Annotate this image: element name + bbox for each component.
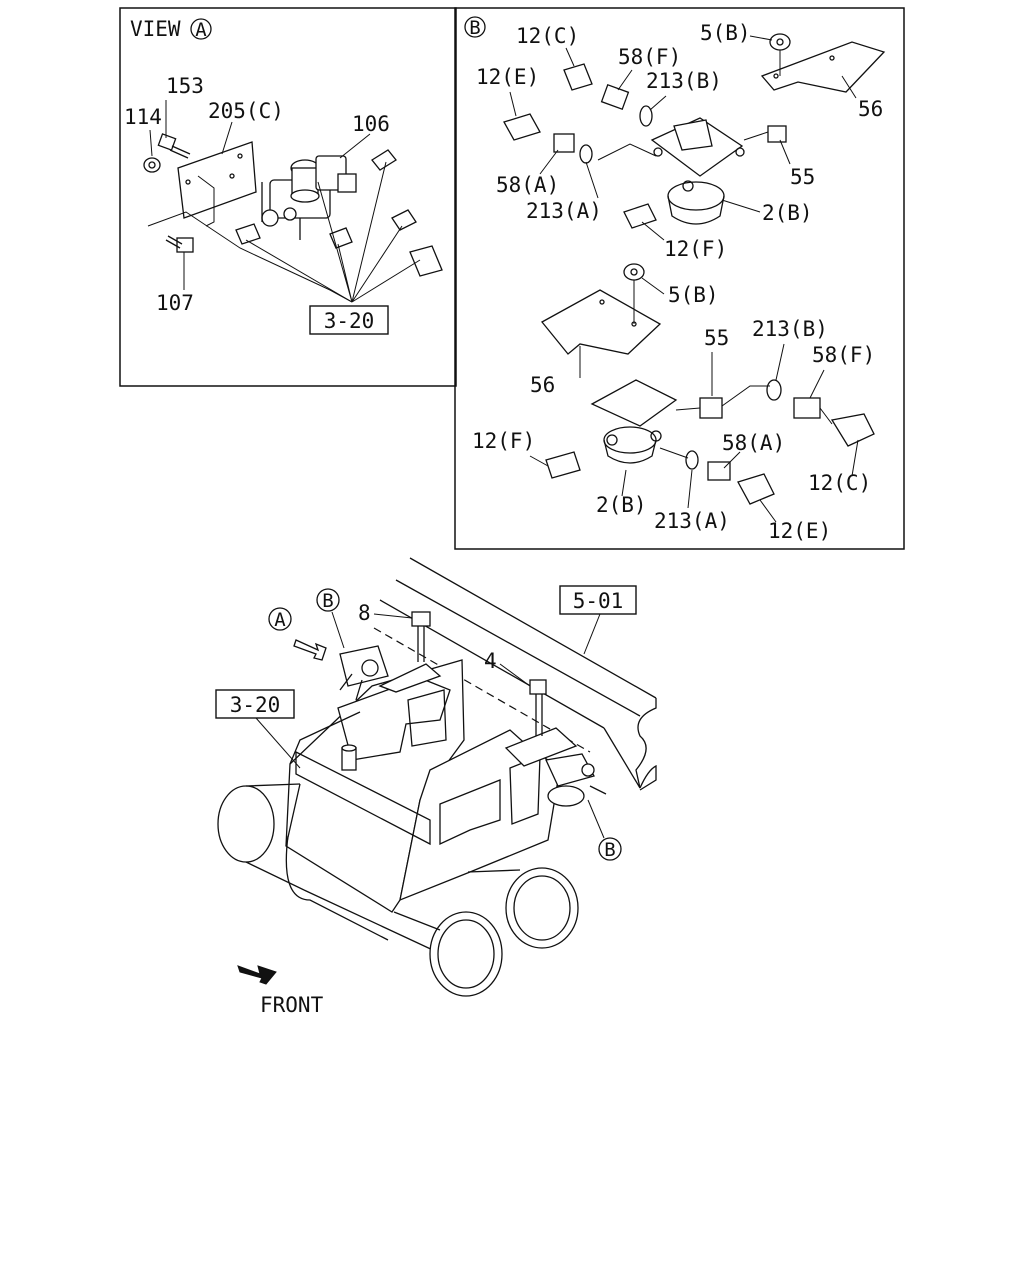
lower-leaders xyxy=(529,277,859,523)
label-upper-58a: 58(A) xyxy=(496,173,559,197)
label-205c: 205(C) xyxy=(208,99,284,123)
ref-320-a: 3-20 xyxy=(324,309,375,333)
leader-marker-b-top xyxy=(331,611,345,649)
main-marker-a-circle xyxy=(268,607,292,631)
ref-box-320-main xyxy=(215,689,295,719)
panel-b-frame xyxy=(454,7,905,550)
leader-marker-b-right xyxy=(587,799,605,839)
label-lower-12e: 12(E) xyxy=(768,519,831,543)
label-upper-12f: 12(F) xyxy=(664,237,727,261)
cross-member-shape xyxy=(285,659,561,913)
label-lower-5b: 5(B) xyxy=(668,283,719,307)
main-marker-b-right-circle xyxy=(598,837,622,861)
label-upper-12e: 12(E) xyxy=(476,65,539,89)
label-upper-12c: 12(C) xyxy=(516,24,579,48)
leader-8 xyxy=(373,613,413,619)
label-lower-2b: 2(B) xyxy=(596,493,647,517)
bolt-153-shape xyxy=(157,133,191,159)
view-a-marker: A xyxy=(195,19,207,41)
label-upper-213b: 213(B) xyxy=(646,69,722,93)
label-upper-2b: 2(B) xyxy=(762,201,813,225)
panel-detail-b: B xyxy=(454,7,905,550)
label-lower-55: 55 xyxy=(704,326,729,350)
upper-assembly xyxy=(503,33,886,229)
nut-114-shape xyxy=(143,157,161,173)
label-upper-58f: 58(F) xyxy=(618,45,681,69)
upper-leaders xyxy=(509,35,857,241)
label-114: 114 xyxy=(124,105,162,129)
main-marker-a: A xyxy=(274,609,286,631)
ref-box-501 xyxy=(559,585,637,615)
label-lower-12c: 12(C) xyxy=(808,471,871,495)
label-153: 153 xyxy=(166,74,204,98)
valve-106-shape xyxy=(261,155,357,240)
valve-fittings xyxy=(235,149,443,277)
label-lower-56: 56 xyxy=(530,373,555,397)
label-4: 4 xyxy=(484,649,497,673)
air-tanks-shape xyxy=(217,783,579,997)
panel-a-frame xyxy=(119,7,457,387)
label-upper-5b: 5(B) xyxy=(700,21,751,45)
panel-a-leaders xyxy=(147,100,421,303)
leader-320-main xyxy=(255,717,301,769)
ref-320-main: 3-20 xyxy=(230,693,281,717)
label-upper-55: 55 xyxy=(790,165,815,189)
panel-view-a: VIEW A xyxy=(119,7,457,387)
main-marker-b-top: B xyxy=(322,590,333,612)
ref-501: 5-01 xyxy=(573,589,624,613)
front-arrow-icon xyxy=(237,965,277,985)
label-upper-213a: 213(A) xyxy=(526,199,602,223)
label-106: 106 xyxy=(352,112,390,136)
leader-4 xyxy=(499,663,531,687)
lower-assembly xyxy=(541,263,875,505)
main-marker-b-right: B xyxy=(604,839,615,861)
panel-b-marker-circle xyxy=(464,16,486,38)
view-a-marker-circle xyxy=(190,18,212,40)
leader-501 xyxy=(583,613,601,655)
left-valve-assembly-shape xyxy=(293,611,442,701)
label-8: 8 xyxy=(358,601,371,625)
label-lower-12f: 12(F) xyxy=(472,429,535,453)
label-lower-58f: 58(F) xyxy=(812,343,875,367)
panel-b-marker: B xyxy=(469,17,480,39)
label-lower-213a: 213(A) xyxy=(654,509,730,533)
front-label: FRONT xyxy=(260,993,324,1017)
main-marker-b-top-circle xyxy=(316,588,340,612)
label-lower-58a: 58(A) xyxy=(722,431,785,455)
label-lower-213b: 213(B) xyxy=(752,317,828,341)
label-upper-56: 56 xyxy=(858,97,883,121)
label-107: 107 xyxy=(156,291,194,315)
bolt-107-shape xyxy=(165,235,194,253)
view-a-title: VIEW xyxy=(130,17,181,41)
ref-box-320-a xyxy=(309,305,389,335)
main-assembly: 5-01 xyxy=(215,557,657,1017)
bracket-205c-shape xyxy=(177,141,257,227)
right-valve-assembly-shape xyxy=(504,679,607,807)
